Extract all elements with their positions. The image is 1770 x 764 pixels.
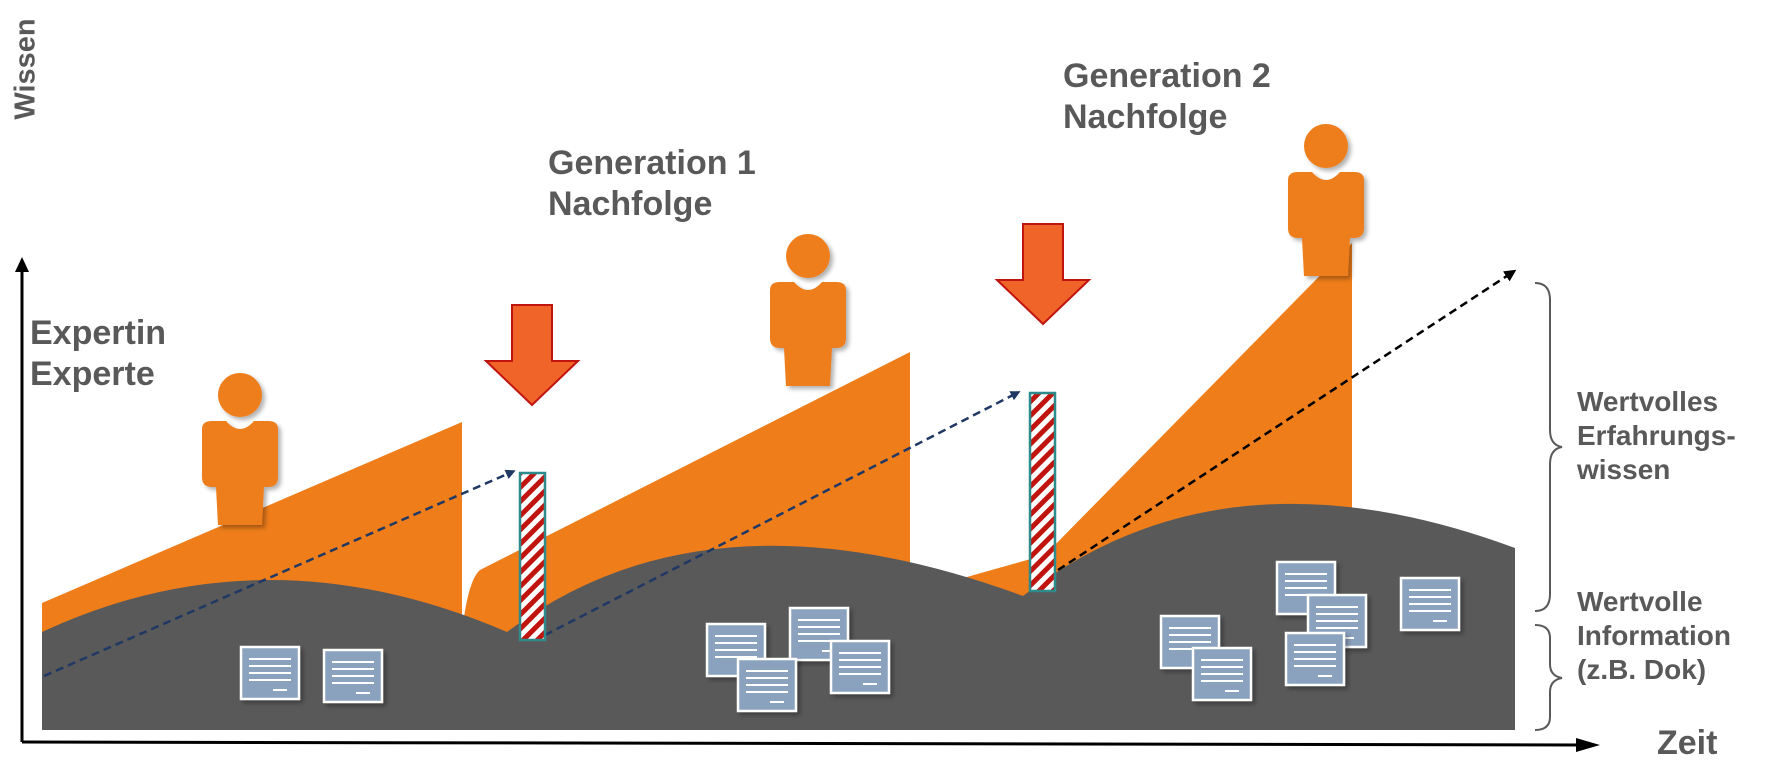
person-icon	[202, 373, 278, 525]
document-icon	[1399, 576, 1461, 632]
down-arrow-icon	[996, 223, 1090, 325]
knowledge-area	[42, 422, 462, 632]
bracket-label-information: Wertvolle Information (z.B. Dok)	[1577, 586, 1731, 686]
lower-brace	[1534, 624, 1563, 731]
person-icon	[770, 234, 846, 386]
document-icon	[1191, 646, 1253, 702]
trend-line	[43, 469, 516, 678]
knowledge-loss-bar	[518, 471, 547, 642]
down-arrow-icon	[485, 304, 579, 406]
document-icon	[736, 657, 798, 713]
y-axis-arrowhead	[15, 257, 29, 272]
knowledge-loss-bar	[1028, 391, 1057, 593]
trend-line	[544, 391, 1021, 637]
document-icon	[829, 639, 891, 695]
information-area	[42, 503, 1515, 730]
upper-brace	[1534, 282, 1563, 612]
document-icon	[322, 648, 384, 704]
person-icon	[1288, 124, 1364, 276]
document-icon	[239, 645, 301, 701]
x-axis-label: Zeit	[1657, 724, 1718, 762]
document-icon	[1284, 631, 1346, 687]
bracket-label-experience: Wertvolles Erfahrungs- wissen	[1577, 386, 1736, 486]
x-axis	[21, 740, 1583, 747]
x-axis-arrowhead	[1576, 738, 1600, 752]
person-label-generation-2: Generation 2 Nachfolge	[1063, 57, 1271, 137]
person-label-generation-1: Generation 1 Nachfolge	[548, 144, 756, 224]
person-label-expert: Expertin Experte	[30, 314, 167, 394]
